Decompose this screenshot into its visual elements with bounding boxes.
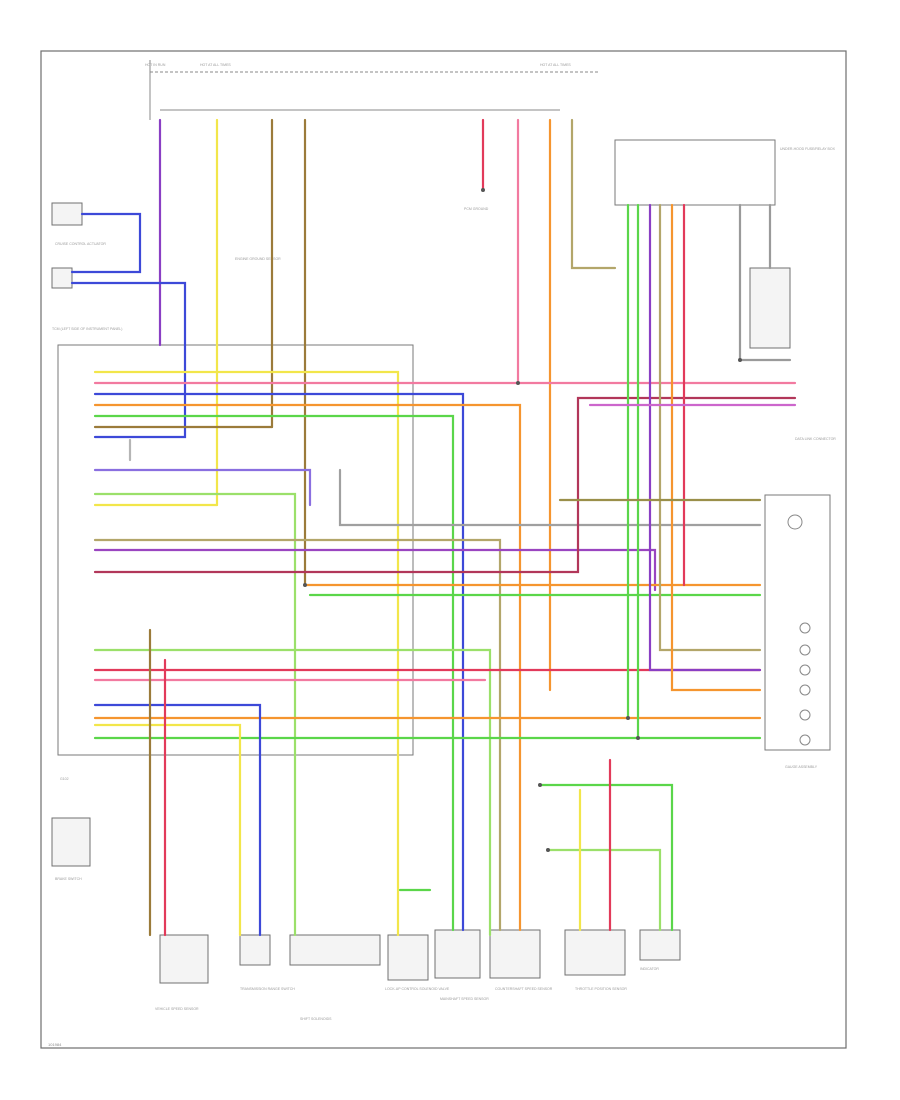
mainshaft-sensor — [434, 929, 481, 979]
wire-orange-r1 — [670, 203, 762, 692]
hot-times-label-2: HOT AT ALL TIMES — [540, 63, 571, 67]
wire-blue-h1 — [93, 392, 465, 932]
wire-blue-h3 — [93, 703, 262, 937]
wire-violet-r1 — [648, 203, 762, 672]
tcc-switch — [239, 934, 271, 966]
wire-blue-cruise — [70, 212, 142, 274]
hot-run-label: HOT IN RUN — [145, 63, 166, 67]
ground-label: G102 — [60, 777, 69, 781]
wire-orange-h1 — [93, 403, 522, 932]
shift-label: SHIFT SOLENOIDS — [300, 1017, 332, 1021]
wire-green-low — [538, 783, 674, 932]
brake-switch — [51, 817, 91, 867]
gauge-label: GAUGE ASSEMBLY — [785, 765, 818, 769]
tcm-label: TCM (LEFT SIDE OF INSTRUMENT PANEL) — [52, 327, 122, 331]
mainshaft-label: MAINSHAFT SPEED SENSOR — [440, 997, 489, 1001]
wire-olive-1 — [570, 118, 617, 270]
splices — [303, 188, 742, 852]
wire-green-h1 — [93, 414, 455, 932]
throttle-label: THROTTLE POSITION SENSOR — [575, 987, 627, 991]
wire-yellow-h1 — [93, 370, 400, 937]
wire-wine-h1 — [93, 396, 797, 574]
wire-olive-h2 — [93, 538, 502, 932]
lockup-label: LOCK-UP CONTROL SOLENOID VALVE — [385, 987, 450, 991]
fuse-box-label: UNDER-HOOD FUSE/RELAY BOX — [780, 147, 836, 151]
cruise-actuator — [51, 202, 83, 226]
wire-blue-h2 — [93, 468, 312, 507]
dlc-label: DATA LINK CONNECTOR — [795, 437, 836, 441]
countershaft-label: COUNTERSHAFT SPEED SENSOR — [495, 987, 553, 991]
wire-ltgreen-h2 — [93, 648, 492, 937]
dlc-box — [749, 267, 791, 349]
pcm-ground-label: PCM GROUND — [464, 207, 489, 211]
vss-label: VEHICLE SPEED SENSOR — [155, 1007, 199, 1011]
footer-code: 101984 — [48, 1042, 62, 1047]
wire-olive-r1 — [658, 203, 762, 652]
gauge-indicators — [787, 514, 811, 746]
gauge-box — [764, 494, 831, 751]
throttle-sensor — [564, 929, 626, 976]
indicator-label: INDICATOR — [640, 967, 659, 971]
vss-sensor — [159, 934, 209, 984]
cruise-label: CRUISE CONTROL ACTUATOR — [55, 242, 106, 246]
brake-label: BRAKE SWITCH — [55, 877, 82, 881]
wire-green-low2 — [546, 848, 662, 932]
tcc-label: TRANSMISSION RANGE SWITCH — [240, 987, 295, 991]
lockup-solenoid — [387, 934, 429, 981]
cruise-switch — [51, 267, 73, 289]
shift-solenoids — [289, 934, 381, 966]
wire-gray-1 — [338, 468, 762, 527]
engine-sensor-label: ENGINE GROUND SENSOR — [235, 257, 281, 261]
wire-yellow-h3 — [93, 723, 242, 937]
indicator-box — [639, 929, 681, 961]
diagram-frame — [40, 50, 847, 1049]
wire-ltgreen-h1 — [93, 492, 297, 937]
countershaft-sensor — [489, 929, 541, 979]
wire-blue-cruise-2 — [70, 281, 187, 439]
fuse-box — [614, 139, 776, 206]
hot-times-label: HOT AT ALL TIMES — [200, 63, 231, 67]
wire-violet-h2 — [93, 548, 657, 592]
